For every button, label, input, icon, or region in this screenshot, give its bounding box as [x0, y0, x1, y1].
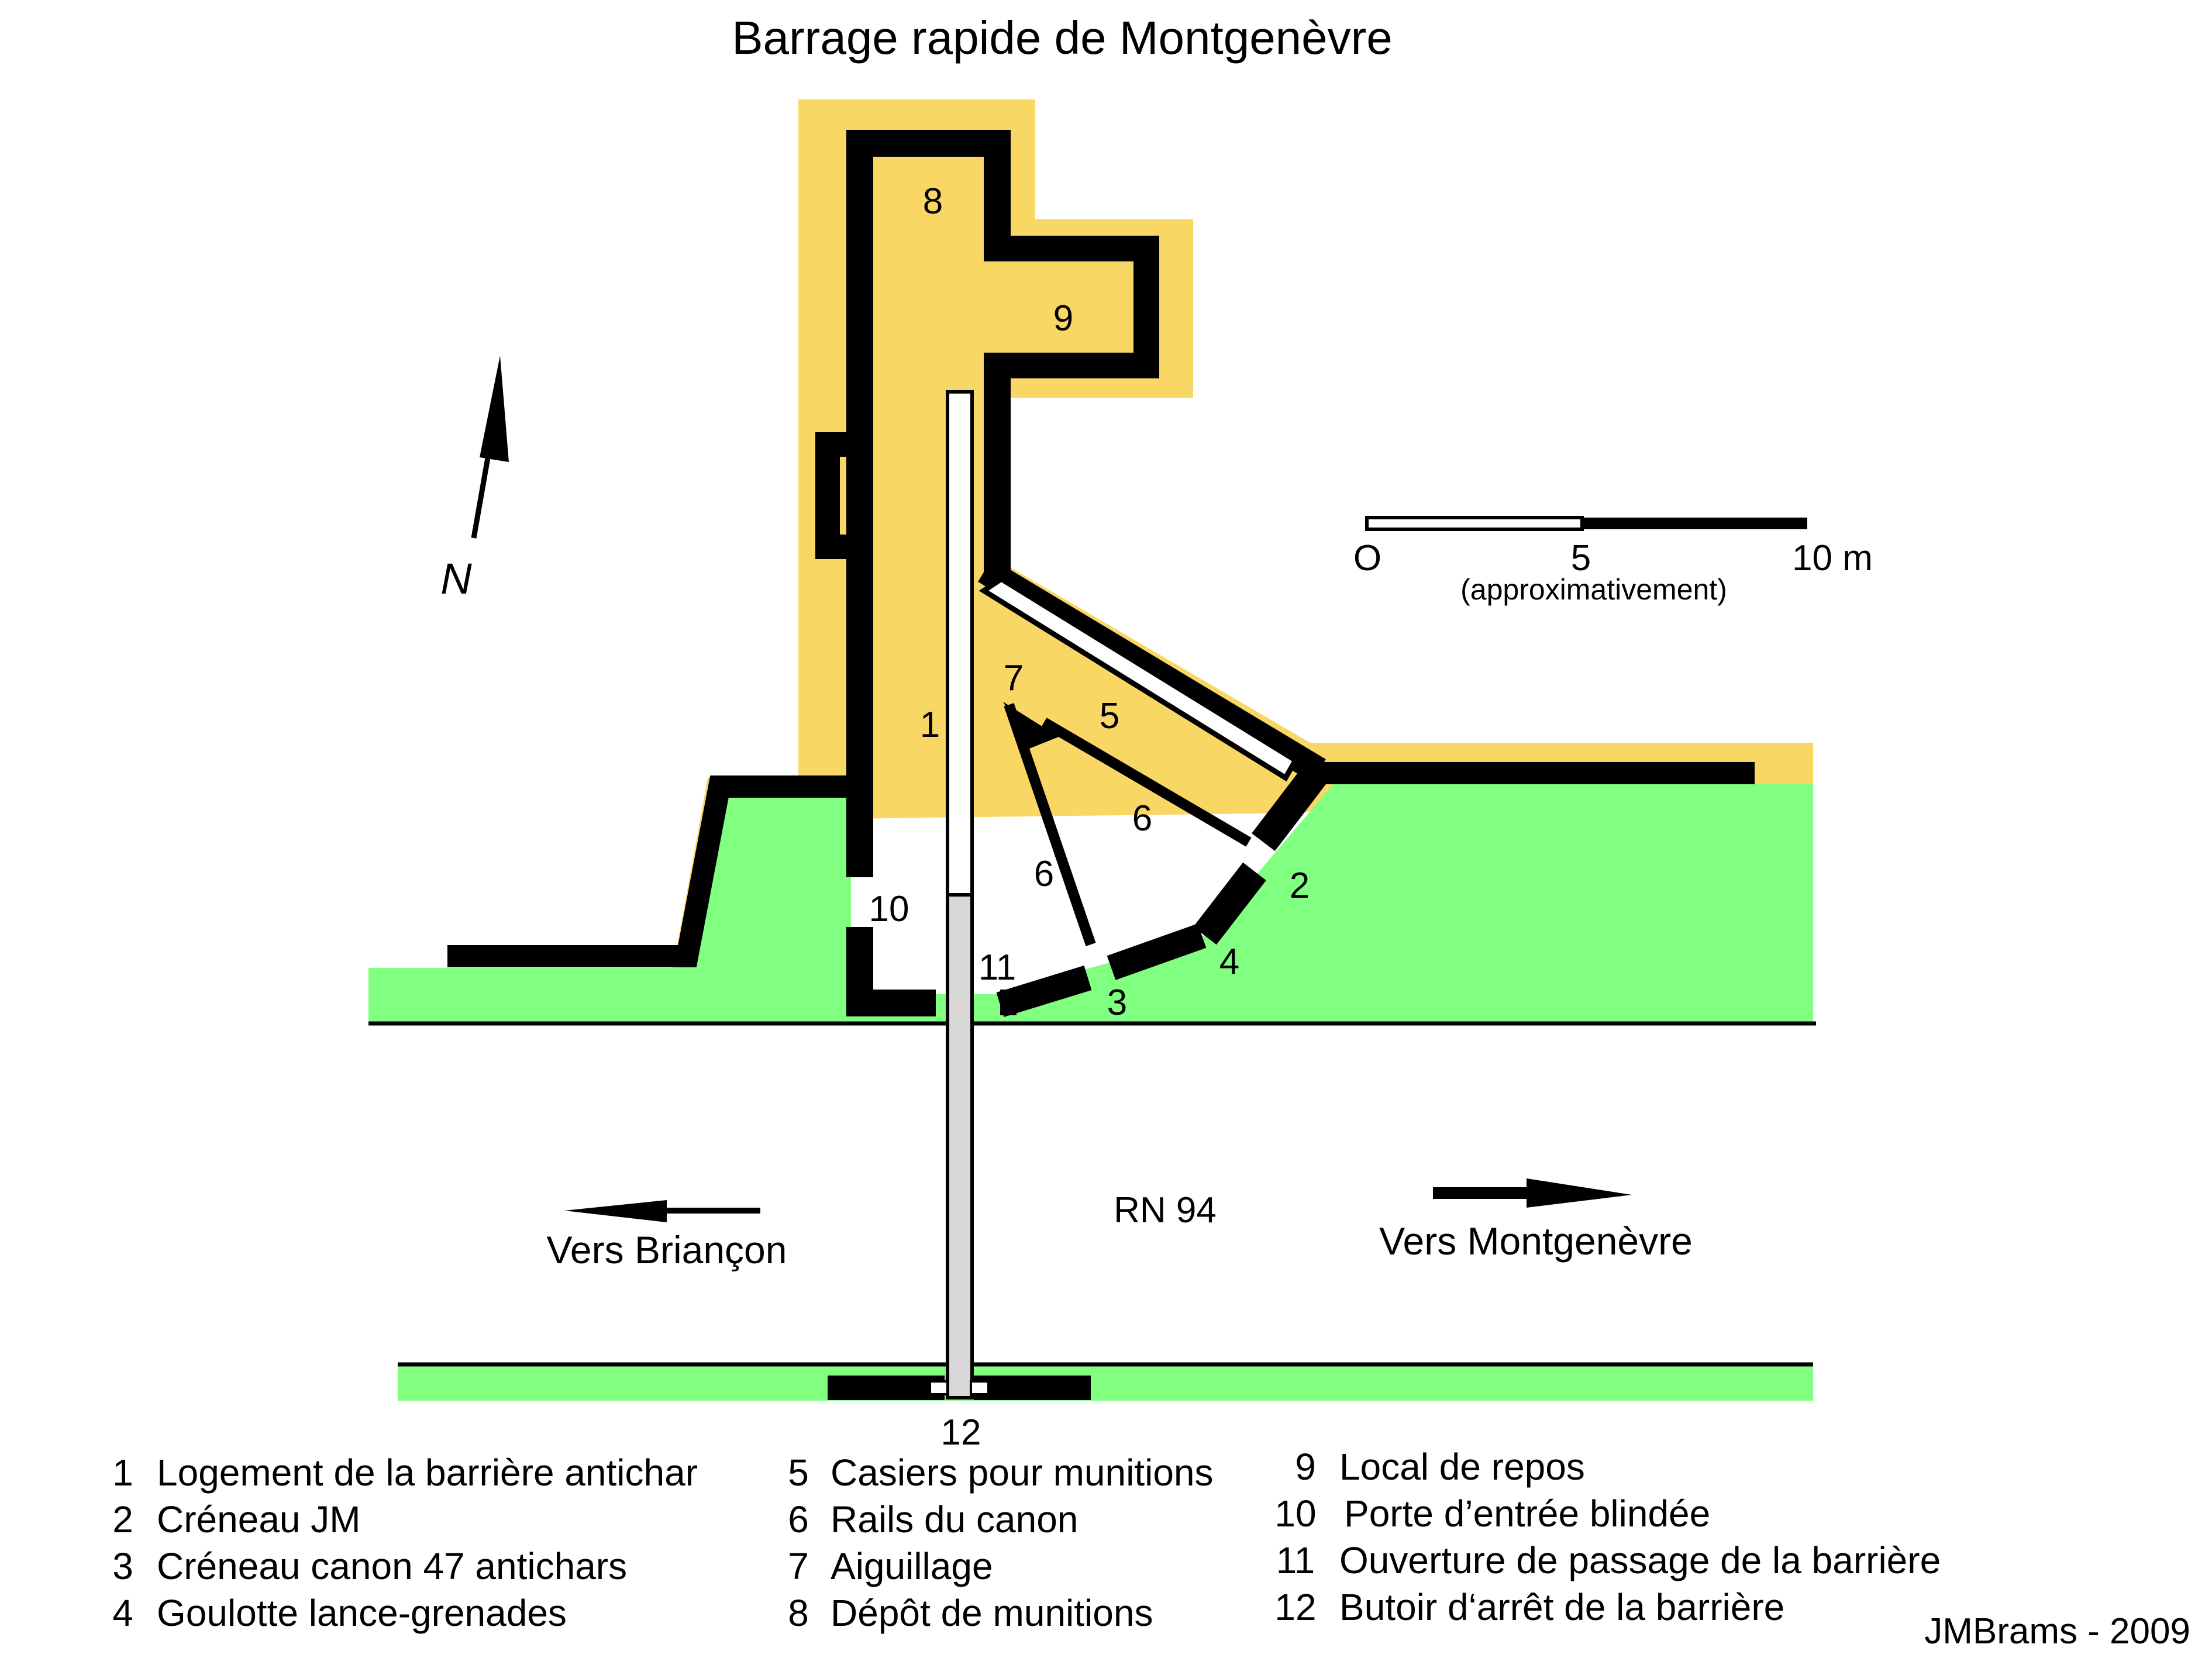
- label-12: 12: [941, 1412, 981, 1453]
- plan-labels: 1 2 3 4 5 6 6 7 8 9 10 11 12: [869, 181, 1310, 1453]
- legend-num: 7: [788, 1545, 809, 1587]
- legend-text: Dépôt de munitions: [831, 1592, 1153, 1634]
- legend-num: 6: [788, 1498, 809, 1540]
- road-name: RN 94: [1114, 1190, 1217, 1230]
- label-11: 11: [978, 947, 1016, 988]
- direction-left: Vers Briançon: [547, 1228, 787, 1271]
- label-8: 8: [923, 181, 943, 222]
- scale-note: (approximativement): [1460, 573, 1727, 606]
- legend-text: Créneau canon 47 antichars: [157, 1545, 627, 1587]
- label-5: 5: [1100, 696, 1119, 736]
- legend-text: Aiguillage: [831, 1545, 993, 1587]
- arrow-right-icon: [1433, 1178, 1632, 1208]
- legend-num: 5: [788, 1452, 809, 1494]
- legend-num: 12: [1274, 1586, 1316, 1628]
- label-6a: 6: [1132, 798, 1152, 839]
- wall-crenel-4: [1193, 862, 1266, 945]
- legend-num: 10: [1274, 1492, 1316, 1535]
- label-3: 3: [1107, 983, 1127, 1023]
- legend-num: 1: [112, 1452, 133, 1494]
- rail-right: [1041, 718, 1252, 847]
- grass-north-left: [368, 795, 851, 1023]
- north-label: N: [440, 554, 472, 603]
- legend-col-2: 5 Casiers pour munitions 6 Rails du cano…: [788, 1452, 1213, 1634]
- legend-num: 4: [112, 1592, 133, 1634]
- wall-crenel-jm: [1252, 764, 1328, 852]
- legend-text: Casiers pour munitions: [831, 1452, 1214, 1494]
- ammo-lockers: [978, 575, 1300, 782]
- label-7: 7: [1004, 658, 1024, 698]
- rail-left: [1004, 703, 1096, 946]
- legend-col-3: 9 Local de repos 10 Porte d’entrée blind…: [1274, 1446, 1941, 1628]
- legend-text: Logement de la barrière antichar: [157, 1452, 698, 1494]
- barrier-stop-block: [828, 1376, 1091, 1400]
- barrier-road-section: [946, 893, 974, 1400]
- grass-north-right: [851, 784, 1813, 1023]
- label-6b: 6: [1034, 854, 1054, 894]
- grass-areas: [368, 784, 1813, 1401]
- grass-south: [398, 1363, 1813, 1401]
- legend-num: 2: [112, 1498, 133, 1540]
- road-annotations: RN 94 Vers Briançon Vers Montgenèvre: [547, 1178, 1693, 1271]
- wall-west-niche: [815, 432, 846, 559]
- barrier-housing: [946, 390, 974, 897]
- scale-bar: O 5 10 m (approximativement): [1353, 516, 1873, 606]
- north-arrow-icon: [480, 356, 509, 462]
- legend-text: Créneau JM: [157, 1498, 361, 1540]
- legend-text: Porte d’entrée blindée: [1344, 1492, 1710, 1535]
- north-arrow: N: [440, 356, 509, 603]
- wall-room9: [984, 236, 1159, 378]
- direction-right: Vers Montgenèvre: [1379, 1219, 1693, 1263]
- wall-south-east: [1107, 923, 1207, 980]
- label-1: 1: [920, 705, 940, 745]
- diagram-title: Barrage rapide de Montgenèvre: [732, 12, 1393, 64]
- scale-bar-black: [1582, 518, 1807, 529]
- label-4: 4: [1219, 942, 1239, 982]
- road-edges: [368, 1021, 1816, 1367]
- legend-text: Local de repos: [1339, 1446, 1585, 1488]
- wall-room8: [846, 130, 1011, 261]
- label-10: 10: [869, 889, 909, 929]
- legend: 1 Logement de la barrière antichar 2 Cré…: [112, 1446, 1941, 1634]
- legend-num: 11: [1276, 1539, 1315, 1581]
- legend-text: Rails du canon: [831, 1498, 1078, 1540]
- legend-text: Goulotte lance-grenades: [157, 1592, 567, 1634]
- scale-label-start: O: [1353, 538, 1381, 578]
- scale-label-end: 10 m: [1792, 538, 1873, 578]
- label-9: 9: [1053, 298, 1073, 339]
- author-credit: JMBrams - 2009: [1924, 1611, 2190, 1652]
- legend-text: Butoir d‘arrêt de la barrière: [1339, 1586, 1784, 1628]
- gun-rails: [1003, 702, 1252, 946]
- scale-label-mid: 5: [1571, 538, 1591, 578]
- legend-col-1: 1 Logement de la barrière antichar 2 Cré…: [112, 1452, 698, 1634]
- armored-door-opening: [851, 880, 874, 927]
- legend-text: Ouverture de passage de la barrière: [1339, 1539, 1941, 1581]
- arrow-left-icon: [564, 1200, 760, 1222]
- legend-num: 3: [112, 1545, 133, 1587]
- wall-west-ground: [447, 775, 866, 967]
- label-2: 2: [1290, 866, 1310, 906]
- scale-bar-white: [1365, 516, 1584, 531]
- rail-junction: [1003, 702, 1059, 749]
- legend-num: 8: [788, 1592, 809, 1634]
- legend-num: 9: [1295, 1446, 1316, 1488]
- antitank-barrier: [946, 390, 974, 1400]
- wall-west-bottom: [846, 927, 936, 1016]
